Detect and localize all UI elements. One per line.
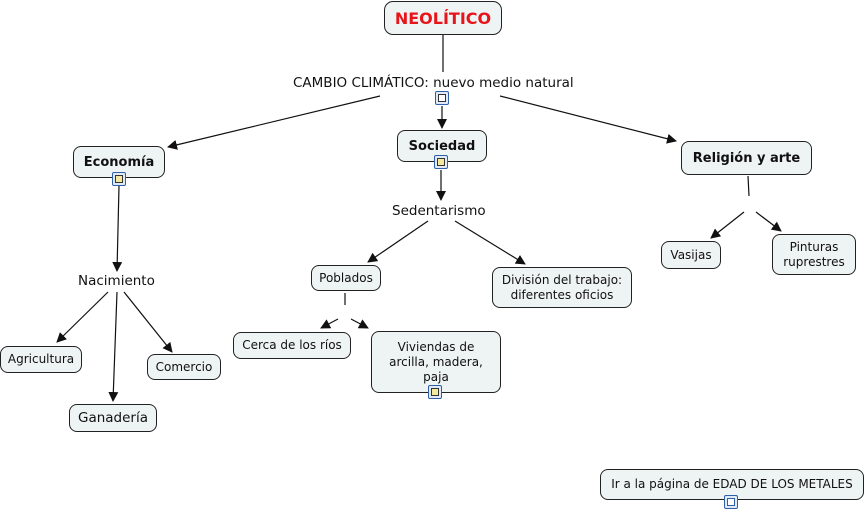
link-religion-stub	[747, 175, 750, 197]
agricultura-node: Agricultura	[0, 346, 82, 373]
link-poblados-viviendas	[350, 318, 369, 329]
document-image-icon[interactable]	[112, 172, 126, 186]
division-node: División del trabajo: diferentes oficios	[492, 267, 632, 308]
religion-label: Religión y arte	[692, 150, 801, 166]
link-poblados-cerca	[320, 318, 339, 329]
ganaderia-node: Ganadería	[69, 404, 157, 432]
link-cambio-economia	[167, 95, 381, 150]
link-cambio-religion	[499, 95, 677, 144]
document-image-icon[interactable]	[434, 155, 448, 169]
link-nacimiento-agricultura	[56, 291, 109, 343]
link-economia-nacimiento	[112, 185, 123, 272]
neolitico-node: NEOLÍTICO	[384, 1, 502, 35]
link-nacimiento-comercio	[123, 291, 173, 353]
viviendas-node: Viviendas de arcilla, madera, paja	[371, 331, 501, 393]
cerca-rios-node: Cerca de los ríos	[233, 332, 351, 359]
nacimiento-phrase: Nacimiento	[76, 273, 157, 289]
religion-node: Religión y arte	[681, 141, 812, 175]
pinturas-label: Pinturas ruprestres	[783, 239, 845, 269]
pinturas-node: Pinturas ruprestres	[772, 234, 856, 275]
concept-map-icon[interactable]	[724, 495, 738, 509]
viviendas-label: Viviendas de arcilla, madera, paja	[389, 339, 483, 384]
sociedad-label: Sociedad	[408, 138, 476, 154]
poblados-label: Poblados	[319, 270, 373, 285]
link-religion-pinturas	[755, 211, 782, 232]
economia-label: Economía	[83, 154, 155, 170]
link-nacimiento-ganaderia	[108, 291, 119, 402]
division-label: División del trabajo: diferentes oficios	[501, 272, 623, 302]
link-sedentarismo-poblados	[367, 220, 429, 263]
agricultura-label: Agricultura	[7, 352, 75, 366]
vasijas-node: Vasijas	[661, 241, 721, 269]
poblados-node: Poblados	[311, 265, 381, 291]
ganaderia-label: Ganadería	[77, 409, 148, 426]
link-sedentarismo-division	[454, 220, 526, 265]
ir-edad-metales-node[interactable]: Ir a la página de EDAD DE LOS METALES	[600, 469, 864, 500]
cerca-label: Cerca de los ríos	[242, 338, 342, 352]
document-image-icon[interactable]	[428, 385, 442, 399]
comercio-label: Comercio	[155, 359, 213, 374]
ir-metales-label: Ir a la página de EDAD DE LOS METALES	[611, 477, 853, 491]
neolitico-label: NEOLÍTICO	[394, 8, 492, 28]
person-exit-icon[interactable]	[435, 91, 449, 105]
cambio-climatico-phrase: CAMBIO CLIMÁTICO: nuevo medio natural	[291, 75, 576, 91]
link-religion-vasijas	[710, 211, 745, 239]
vasijas-label: Vasijas	[670, 247, 712, 262]
comercio-node: Comercio	[147, 354, 221, 380]
sedentarismo-phrase: Sedentarismo	[390, 203, 488, 219]
